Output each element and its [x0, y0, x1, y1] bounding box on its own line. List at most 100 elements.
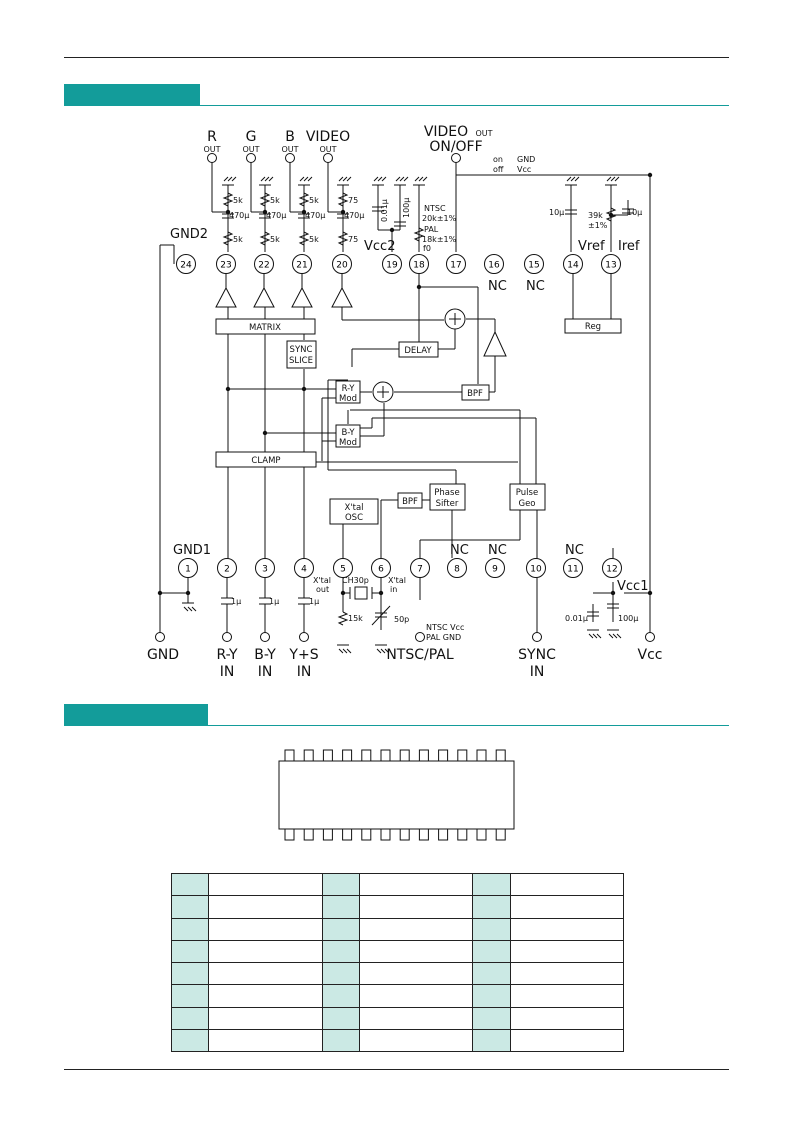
on-note: on [493, 155, 503, 164]
diagram-wiring [159, 162, 651, 633]
pin-function-cell [208, 984, 323, 1008]
ic-pin-bottom [380, 828, 391, 841]
reg-label: Reg [585, 322, 601, 332]
pin-number: 12 [606, 565, 617, 575]
table-row [170, 984, 625, 1008]
terminal-circle [222, 632, 232, 642]
ground-symbols [182, 176, 622, 654]
iref-label: Iref [618, 239, 640, 254]
ry-mod-label-2: Mod [339, 394, 357, 404]
pulse-geo-label-1: Pulse [516, 488, 538, 498]
ic-pin-top [495, 749, 506, 762]
table-row [170, 1029, 625, 1053]
pal-note: PAL GND [426, 633, 461, 642]
pin-no-cell [472, 872, 511, 897]
junction-dot [608, 212, 614, 218]
pin-function-cell [208, 962, 323, 986]
terminal-circle [207, 153, 217, 163]
terminal-circle [155, 632, 165, 642]
pin-number: 13 [605, 261, 616, 271]
c20-value: 470μ [344, 211, 364, 220]
r22-bot-value: 5k [270, 235, 280, 244]
delay-label: DELAY [404, 346, 432, 356]
c22-value: 470μ [266, 211, 286, 220]
pin-function-cell [359, 917, 474, 941]
ic-pin-bottom [322, 828, 333, 841]
gnd-note: GND [517, 155, 535, 164]
video-onoff-label-2: ON/OFF [429, 139, 482, 155]
sync-slice-block [286, 340, 317, 369]
pin-21: 21 [292, 254, 312, 274]
pin-number: 5 [340, 565, 346, 575]
vcc1-label: Vcc1 [617, 579, 648, 594]
pin-number: 11 [567, 565, 578, 575]
junction-dot [262, 430, 268, 436]
gnd-terminal-label: GND [147, 647, 179, 663]
terminal-circles [155, 153, 655, 642]
table-row [170, 962, 625, 986]
off-note: off [493, 165, 504, 174]
c12a-value: 0.01μ [565, 614, 588, 623]
chroma-amplifier [483, 330, 507, 357]
junction-dot [262, 209, 268, 215]
r15k-value: 15k [348, 614, 363, 623]
pin-no-cell [170, 984, 210, 1008]
junction-dot [416, 284, 422, 290]
ic-pin-bottom [342, 828, 353, 841]
ys-in-sub: IN [297, 664, 312, 680]
c21-value: 470μ [305, 211, 325, 220]
ic-pin-bottom [284, 828, 295, 841]
ic-body [278, 760, 515, 830]
pin-no-cell [472, 1029, 511, 1053]
junction-dot [301, 209, 307, 215]
r23-top-value: 5k [233, 196, 243, 205]
top-capacitors [222, 206, 634, 622]
r39k-tolerance: ±1% [588, 221, 608, 230]
r-out-buffer [215, 286, 237, 308]
nc16-label: NC [488, 279, 507, 294]
pin-function-cell [208, 872, 323, 897]
video-out-buffer [331, 286, 353, 308]
ic-pin-top [284, 749, 295, 762]
junction-dot [378, 590, 384, 596]
terminal-circle [415, 632, 425, 642]
pin-no-cell [472, 984, 511, 1008]
bpf-upper-label: BPF [467, 389, 483, 399]
pin-function-cell [509, 895, 625, 919]
pin-function-cell [208, 1006, 323, 1031]
junction-dot [647, 172, 653, 178]
b-out-label: B [285, 129, 295, 145]
pin-number: 2 [224, 565, 230, 575]
section-line-block-diagram [200, 105, 729, 106]
junction-dot [340, 590, 346, 596]
pin-14: 14 [563, 254, 583, 274]
xtal-out-1: X'tal [313, 576, 331, 585]
pal-res-1: PAL [424, 225, 439, 234]
sync-in-sub: IN [530, 664, 545, 680]
ic-pin-top [322, 749, 333, 762]
pin-no-cell [321, 1029, 361, 1053]
pin-no-cell [321, 962, 361, 986]
pin-number: 1 [185, 565, 191, 575]
pin-number: 6 [378, 565, 384, 575]
video-out-sub: OUT [319, 145, 336, 154]
c14-value: 10μ [549, 208, 564, 217]
delay-block [398, 341, 439, 358]
pin-function-cell [509, 939, 625, 964]
bpf-lower-block [397, 492, 423, 509]
ic-pin-bottom [438, 828, 449, 841]
pin-no-cell [170, 917, 210, 941]
ic-pin-bottom [418, 828, 429, 841]
pin-function-cell [509, 917, 625, 941]
pin-no-cell [472, 895, 511, 919]
pin-no-cell [170, 962, 210, 986]
pin-function-cell [208, 939, 323, 964]
ic-pin-top [418, 749, 429, 762]
pin-no-cell [472, 917, 511, 941]
ntsc-res-1: NTSC [424, 204, 446, 213]
terminal-circle [323, 153, 333, 163]
table-row [170, 917, 625, 941]
ch30p-value: CH30p [342, 576, 369, 585]
